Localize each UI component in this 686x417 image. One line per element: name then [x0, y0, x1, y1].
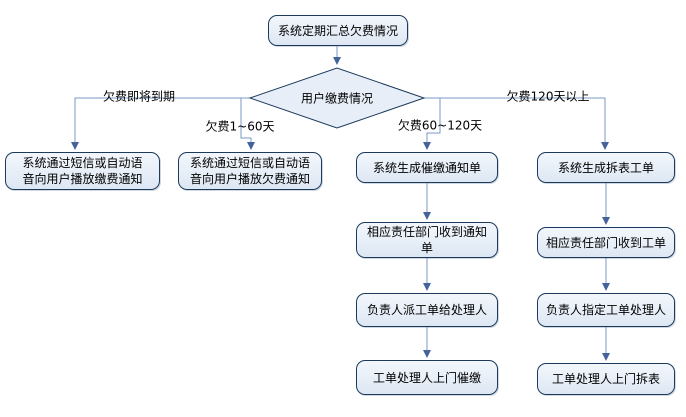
edge-branch-120-plus: [424, 97, 609, 150]
decision-diamond: [248, 67, 426, 129]
flow-node-notify-arrears: 系统通过短信或自动语音向用户播放欠费通知: [178, 152, 322, 190]
flow-node-generate-reminder: 系统生成催缴通知单: [356, 152, 498, 183]
edge-branch-1-60: [240, 98, 255, 150]
edge-label-120-plus-days: 欠费120天以上: [506, 89, 590, 104]
flow-node-doorstep-collect: 工单处理人上门催缴: [356, 360, 498, 395]
flow-node-notify-payment: 系统通过短信或自动语音向用户播放缴费通知: [5, 152, 160, 190]
edge-branch-60-120: [423, 98, 441, 150]
edge-branch-due-soon: [71, 97, 250, 150]
edge-label-60-120-days: 欠费60~120天: [397, 118, 483, 133]
flow-node-doorstep-remove-meter: 工单处理人上门拆表: [537, 363, 675, 395]
flow-node-assign-workorder: 负责人派工单给处理人: [356, 293, 498, 327]
flow-node-dept-receive-order: 相应责任部门收到工单: [537, 227, 675, 258]
flow-node-designate-handler: 负责人指定工单处理人: [537, 293, 675, 327]
edge-label-1-60-days: 欠费1~60天: [205, 119, 275, 134]
edge-label-due-soon: 欠费即将到期: [102, 89, 176, 104]
flow-node-decision-label: 用户缴费情况: [300, 91, 374, 106]
flow-node-dept-receive-notice: 相应责任部门收到通知单: [356, 222, 498, 258]
flow-node-start: 系统定期汇总欠费情况: [268, 15, 408, 46]
flow-node-generate-removal-order: 系统生成拆表工单: [537, 152, 675, 183]
